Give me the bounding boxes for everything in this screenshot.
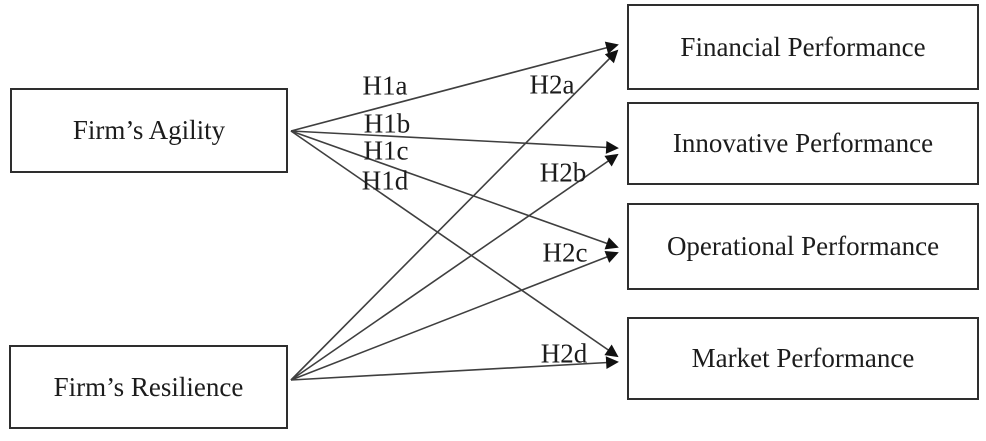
arrow-h2c	[290, 250, 619, 381]
arrow-h2d	[290, 356, 619, 381]
edge-label-h2b: H2b	[539, 157, 587, 188]
arrow-h2b	[290, 153, 619, 381]
edge-label-h2c: H2c	[542, 237, 588, 268]
arrow-h1b	[290, 130, 619, 154]
edge-label-h1d: H1d	[361, 165, 409, 196]
edge-label-h1c: H1c	[363, 135, 409, 166]
node-innovative-performance: Innovative Performance	[627, 102, 979, 185]
node-operational-performance: Operational Performance	[627, 203, 979, 290]
edge-label-h1a: H1a	[362, 70, 408, 101]
arrow-h1c	[290, 130, 619, 250]
node-firms-resilience: Firm’s Resilience	[9, 345, 288, 429]
node-financial-performance: Financial Performance	[627, 4, 979, 90]
node-firms-agility: Firm’s Agility	[10, 88, 288, 173]
node-market-performance: Market Performance	[627, 317, 979, 400]
edge-label-h2a: H2a	[529, 69, 575, 100]
edge-label-h1b: H1b	[363, 108, 411, 139]
arrow-h2a	[290, 49, 619, 381]
arrow-h1d	[290, 130, 619, 358]
edge-label-h2d: H2d	[540, 338, 588, 369]
arrow-h1a	[290, 41, 619, 132]
